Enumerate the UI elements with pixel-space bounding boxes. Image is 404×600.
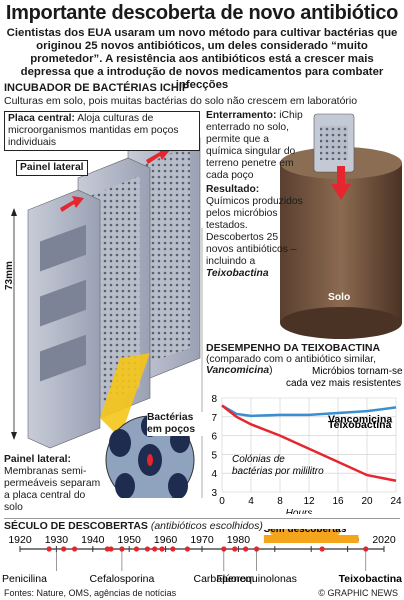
no-discovery-label: Sem descobertas (264, 529, 347, 535)
drug-label: Carbapenem (193, 573, 254, 585)
timeline-year: 1980 (227, 534, 251, 546)
discovery-dot (133, 546, 140, 552)
x-tick-label: 16 (332, 496, 344, 507)
central-plate-label: Placa central: Aloja culturas de microor… (4, 111, 200, 151)
x-tick-label: 12 (303, 496, 315, 507)
ichip-illustration (11, 113, 402, 498)
wells-magnifier (100, 353, 195, 498)
y-tick-label: 8 (211, 394, 217, 405)
timeline-year: 1930 (45, 534, 69, 546)
insert-arrow-icon (60, 196, 84, 212)
side-panel-caption: Painel lateral: Membranas semi-permeávei… (4, 454, 101, 513)
drug-label: Teixobactina (339, 573, 403, 585)
performance-subheading: (comparado com o antibiótico similar, Va… (206, 354, 376, 376)
x-tick-label: 0 (219, 496, 225, 507)
discovery-dot (184, 546, 191, 552)
discovery-dot (232, 546, 238, 552)
intro-text: Cientistas dos EUA usaram um novo método… (6, 27, 398, 91)
ichip-heading: Incubador de Bactérias iChip (4, 82, 190, 94)
century-heading: Século de Descobertas (antibióticos esco… (4, 520, 263, 532)
series-line-teixobactina (221, 404, 397, 482)
x-tick-label: 24 (390, 496, 402, 507)
divider (4, 518, 400, 519)
x-tick-label: 20 (361, 496, 373, 507)
discovery-dot (170, 546, 176, 552)
side-panel-front (27, 189, 101, 449)
discovery-dot (144, 546, 150, 552)
discovery-dot (104, 546, 110, 552)
y-tick-label: 5 (211, 450, 217, 461)
no-discovery-band (263, 535, 359, 543)
series-line-vancomicina (221, 404, 397, 418)
timeline-year: 1960 (154, 534, 178, 546)
ichip-subheading: Culturas em solo, pois muitas bactérias … (4, 95, 358, 107)
discovery-dot (243, 546, 249, 552)
timeline-year: 1920 (8, 534, 32, 546)
credit-text: © GRAPHIC NEWS (318, 588, 398, 598)
y-tick-label: 4 (211, 469, 217, 480)
drug-label: Cefalosporina (90, 573, 155, 585)
no-discovery-badge (270, 529, 340, 535)
discovery-dot (108, 546, 114, 552)
discovery-dot (159, 546, 165, 552)
timeline-year: 2020 (372, 534, 396, 546)
y-tick-label: 6 (211, 432, 217, 443)
discovery-dot (46, 546, 52, 552)
page-title: Importante descoberta de novo antibiótic… (5, 2, 399, 24)
century-timeline: 1920193019401950196019701980199020002010… (2, 529, 403, 585)
timeline-year: 1950 (118, 534, 142, 546)
series-label: Vancomicina (328, 414, 392, 426)
discovery-dot (319, 546, 325, 552)
burial-result-column: Enterramento: iChip enterrado no solo, p… (206, 110, 304, 282)
soil-label: Solo (328, 292, 351, 303)
discovery-dot (61, 546, 67, 552)
result-text: Resultado: Químicos produzidos pelos mic… (206, 184, 303, 279)
timeline-year: 1970 (190, 534, 214, 546)
burial-text: Enterramento: iChip enterrado no solo, p… (206, 110, 303, 181)
size-label: 73mm (4, 261, 15, 290)
x-tick-label: 8 (277, 496, 283, 507)
soil-core (280, 113, 402, 339)
drug-label: Flúoroquinolonas (216, 573, 297, 585)
discovery-dot (152, 546, 158, 552)
side-panel-tag: Painel lateral (16, 160, 88, 176)
timeline-year: 1940 (81, 534, 105, 546)
performance-heading: Desempenho da Teixobactina (206, 342, 381, 354)
wells-label: Bactérias em poços (147, 412, 205, 436)
x-tick-label: 4 (248, 496, 254, 507)
y-tick-label: 7 (211, 413, 217, 424)
insert-arrow-icon (146, 148, 170, 164)
drug-label: Penicilina (2, 573, 47, 585)
y-tick-label: 3 (211, 488, 217, 499)
discovery-dot (72, 546, 78, 552)
sources-text: Fontes: Nature, OMS, agências de notícia… (4, 588, 177, 598)
x-axis-label: Hours (286, 508, 313, 514)
series-label: Teixobactina (328, 419, 392, 431)
